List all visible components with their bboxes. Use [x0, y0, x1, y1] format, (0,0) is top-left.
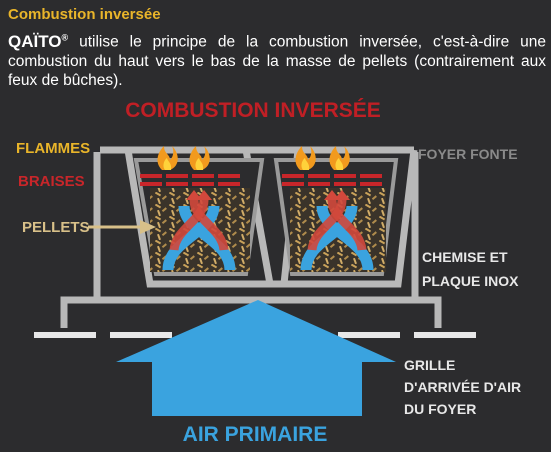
ember-icon [140, 174, 382, 186]
primary-air-label: AIR PRIMAIRE [183, 423, 328, 446]
flame-icon [157, 146, 350, 170]
page-title: Combustion inversée [8, 6, 161, 23]
intro-text: QAÏTO® utilise le principe de la combust… [8, 28, 546, 90]
air-flow-arrow [162, 190, 374, 271]
cast-iron-hearth-right [242, 149, 418, 288]
pellet-arrow [88, 220, 156, 234]
embers-label: BRAISES [18, 173, 85, 190]
grate-label-line2: D'ARRIVÉE D'AIR [404, 379, 521, 395]
grate-label-line1: GRILLE [404, 357, 455, 373]
liner-label-line2: PLAQUE INOX [422, 273, 519, 289]
flames-label: FLAMMES [16, 140, 90, 157]
intro-description: utilise le principe de la combustion inv… [8, 33, 546, 89]
brand-name: QAÏTO® [8, 31, 69, 51]
pellets-label: PELLETS [22, 219, 90, 236]
grate-label-line3: DU FOYER [404, 401, 476, 417]
primary-air-arrow [116, 300, 396, 416]
diagram-title: COMBUSTION INVERSÉE [125, 99, 381, 122]
liner-label-line1: CHEMISE ET [422, 249, 508, 265]
cast-iron-hearth-label: FOYER FONTE [418, 146, 518, 162]
